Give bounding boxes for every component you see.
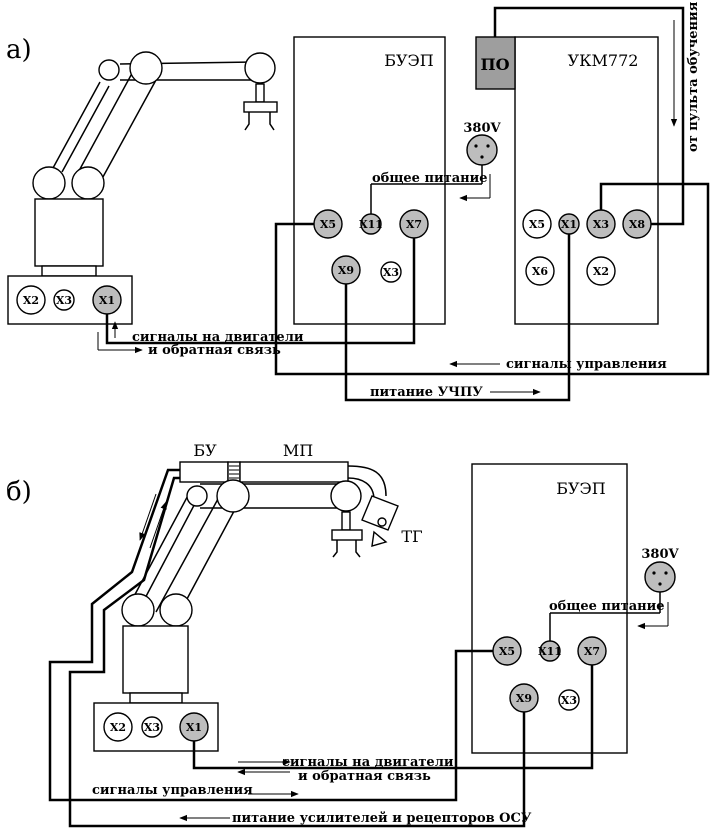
buep-a-connector-x9: X9 (338, 264, 354, 277)
outlet-a-label: 380V (463, 121, 501, 136)
from-panel-label: от пульта обучения (686, 1, 701, 152)
buep-b-connector-x3: X3 (561, 694, 577, 707)
buep-b-connector-x9: X9 (516, 692, 532, 705)
robot-b-connector-x1: X1 (186, 721, 202, 734)
buep-a-connector-x11: X11 (359, 218, 383, 231)
outlet-b-label: 380V (641, 547, 679, 562)
common-power-b-label: общее питание (549, 599, 665, 614)
control-signals-a-label: сигналы управления (506, 357, 667, 372)
ukm-connector-x5: X5 (529, 218, 545, 231)
robot-a-connector-x3: X3 (56, 294, 72, 307)
motor-signals-a-label: сигналы на двигатели (132, 330, 304, 345)
buep-b-connector-x5: X5 (499, 645, 515, 658)
ukm-connector-x1: X1 (561, 218, 577, 231)
robot-a-connector-x2: X2 (23, 294, 39, 307)
buep-a-connector-x3: X3 (383, 266, 399, 279)
panel-b-label: б) (6, 477, 32, 507)
po-label: ПО (480, 55, 509, 74)
power-outlet-b: 380V общее питание (549, 547, 680, 641)
buep-a-connector-x5: X5 (320, 218, 336, 231)
feedback-a-label: и обратная связь (148, 343, 281, 358)
wires-b (48, 468, 594, 828)
robot-arm-a (32, 51, 278, 277)
robot-b-connector-x2: X2 (110, 721, 126, 734)
ukm-connector-x2: X2 (593, 265, 609, 278)
panel-a-label: а) (6, 35, 32, 65)
feedback-b-label: и обратная связь (298, 769, 431, 784)
motor-signals-b-label: сигналы на двигатели (282, 755, 454, 770)
panel-b: б) (6, 441, 680, 828)
robot-connector-box-a: X2 X3 X1 (7, 275, 133, 325)
robot-arm-b (121, 461, 399, 704)
tg-label: ТГ (401, 527, 422, 546)
ukm-connector-x6: X6 (532, 265, 549, 278)
robot-b-connector-x3: X3 (144, 721, 160, 734)
wires-a (97, 6, 710, 402)
buep-cabinet-a: БУЭП X5 X11 X7 X9 X3 (293, 36, 446, 325)
common-power-a-label: общее питание (372, 171, 488, 186)
robot-a-connector-x1: X1 (99, 294, 115, 307)
uchpu-power-label: питание УЧПУ (370, 385, 483, 400)
robot-connector-box-b: X2 X3 X1 (93, 702, 219, 752)
ukm-cabinet-a: УКМ772 X5 X1 X3 X8 X6 X2 (514, 36, 659, 325)
power-outlet-a: 380V общее питание (370, 121, 502, 214)
ukm-connector-x3: X3 (593, 218, 609, 231)
po-block: ПО (475, 36, 516, 90)
amp-power-label: питание усилителей и рецепторов ОСУ (232, 811, 532, 826)
control-signals-b-label: сигналы управления (92, 783, 253, 798)
buep-cabinet-b: БУЭП X5 X11 X7 X9 X3 (471, 463, 628, 754)
buep-a-connector-x7: X7 (406, 218, 422, 231)
buep-b-connector-x11: X11 (538, 645, 562, 658)
mp-label: МП (283, 441, 313, 460)
buep-a-title: БУЭП (384, 51, 434, 70)
panel-a: а) X2 X3 (6, 1, 710, 402)
bu-label: БУ (193, 441, 217, 460)
ukm-connector-x8: X8 (629, 218, 646, 231)
buep-b-title: БУЭП (556, 479, 606, 498)
ukm-title: УКМ772 (568, 51, 639, 70)
buep-b-connector-x7: X7 (584, 645, 600, 658)
